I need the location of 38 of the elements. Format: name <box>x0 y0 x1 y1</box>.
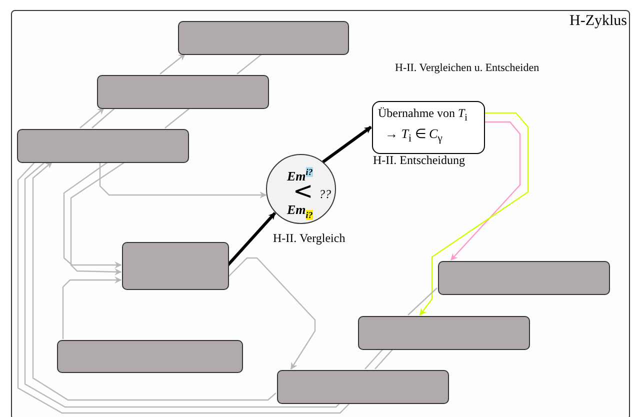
comparison-term: Em$_{i?}$ <box>287 203 313 220</box>
process-box <box>438 261 610 295</box>
comparison-term: ?? <box>319 188 331 202</box>
process-box <box>122 242 229 290</box>
decision-text: → T$_{i}$ ∈ C$_{γ}$ <box>385 127 442 146</box>
frame-panel <box>11 10 630 417</box>
node-caption: H-II. Vergleich <box>273 231 346 246</box>
arrow <box>160 54 186 74</box>
decision-text: Übernahme von T$_{i}$ <box>378 107 468 124</box>
process-box <box>17 129 189 163</box>
arrow <box>63 162 122 268</box>
node-caption: H-II. Entscheidung <box>373 153 465 168</box>
comparison-circle <box>266 154 336 224</box>
comparison-term: Em$^{i?}$ <box>287 168 313 184</box>
arrow <box>99 162 267 198</box>
process-box <box>178 21 349 55</box>
connector-line <box>374 348 394 370</box>
arrow <box>226 212 276 266</box>
arrow <box>450 121 521 261</box>
process-box <box>358 316 530 350</box>
decision-box <box>372 101 485 154</box>
arrow <box>228 257 316 370</box>
connector-line <box>364 348 384 370</box>
section-label: H-II. Vergleichen u. Entscheiden <box>395 62 540 74</box>
connector-line <box>236 54 262 74</box>
arrow <box>32 162 276 401</box>
connector-line <box>164 108 190 128</box>
arrow <box>62 276 122 339</box>
arrow <box>420 112 529 316</box>
process-box <box>57 340 243 373</box>
arrow <box>80 108 105 128</box>
arrow <box>70 162 126 276</box>
process-box <box>277 370 449 404</box>
frame-title: H-Zyklus <box>570 13 627 30</box>
process-box <box>97 75 269 109</box>
connector-line <box>92 108 116 128</box>
arrow <box>322 126 372 164</box>
connector-line <box>408 288 438 316</box>
